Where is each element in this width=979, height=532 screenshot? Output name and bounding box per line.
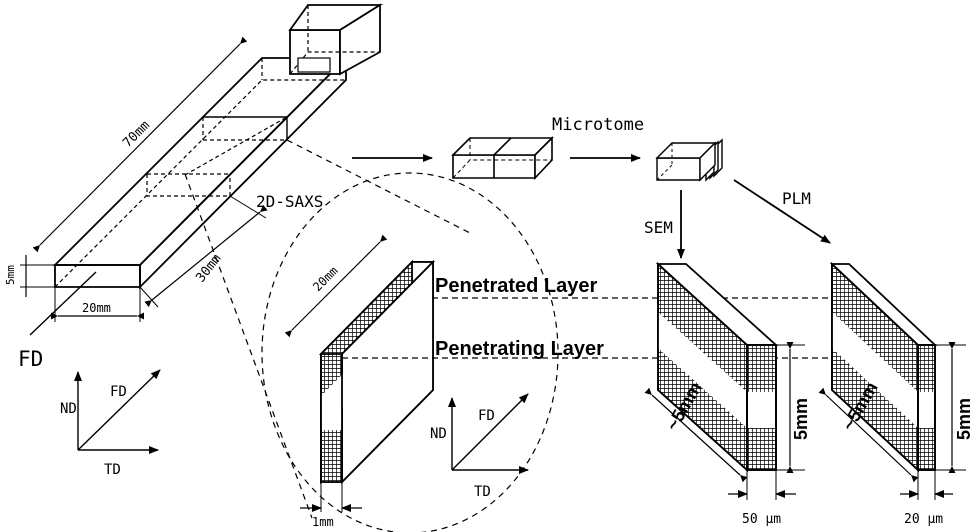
dim-5mm-left: 5mm xyxy=(4,255,55,297)
sem-width-label: 50 μm xyxy=(742,512,781,527)
axes-left xyxy=(74,369,161,454)
molded-bar xyxy=(52,55,349,290)
axes-center-nd: ND xyxy=(430,426,447,442)
fd-indicator: FD xyxy=(18,271,97,371)
slice-stack xyxy=(655,138,723,182)
plm-sample xyxy=(829,261,938,473)
magnified-slice xyxy=(318,259,436,485)
axes-left-td: TD xyxy=(104,462,121,478)
arrow-to-plm xyxy=(733,179,831,244)
plm-label: PLM xyxy=(782,189,811,208)
saxs-label: 2D-SAXS xyxy=(256,192,323,211)
penetrating-layer-label: Penetrating Layer xyxy=(435,338,604,360)
magnification xyxy=(184,139,559,532)
sem-sample xyxy=(655,261,779,473)
plm-height-label: 5mm xyxy=(954,398,974,440)
plm-width-label: 20 μm xyxy=(904,512,943,527)
axes-left-fd: FD xyxy=(110,384,127,400)
cut-block xyxy=(451,136,554,181)
dim-20mm-bottom: 20mm xyxy=(51,287,144,322)
microtome-label: Microtome xyxy=(552,115,644,135)
dim-20mm-bottom-label: 20mm xyxy=(82,301,111,315)
dim-20mm-slice-label: 20mm xyxy=(310,264,340,294)
penetrated-layer-label: Penetrated Layer xyxy=(435,275,598,297)
dim-1mm-label: 1mm xyxy=(312,515,334,529)
axes-left-nd: ND xyxy=(60,401,77,417)
sem-label: SEM xyxy=(644,218,673,237)
axes-center-td: TD xyxy=(474,484,491,500)
dim-70mm: 70mm xyxy=(32,36,248,253)
end-block xyxy=(288,3,384,76)
dim-30mm: 30mm xyxy=(139,195,268,308)
sem-height-label: 5mm xyxy=(791,398,811,440)
dim-70mm-label: 70mm xyxy=(120,118,153,151)
axes-center-fd: FD xyxy=(478,408,495,424)
fd-main-label: FD xyxy=(18,347,43,371)
axes-center xyxy=(448,393,529,474)
dim-5mm-left-label: 5mm xyxy=(4,265,17,285)
